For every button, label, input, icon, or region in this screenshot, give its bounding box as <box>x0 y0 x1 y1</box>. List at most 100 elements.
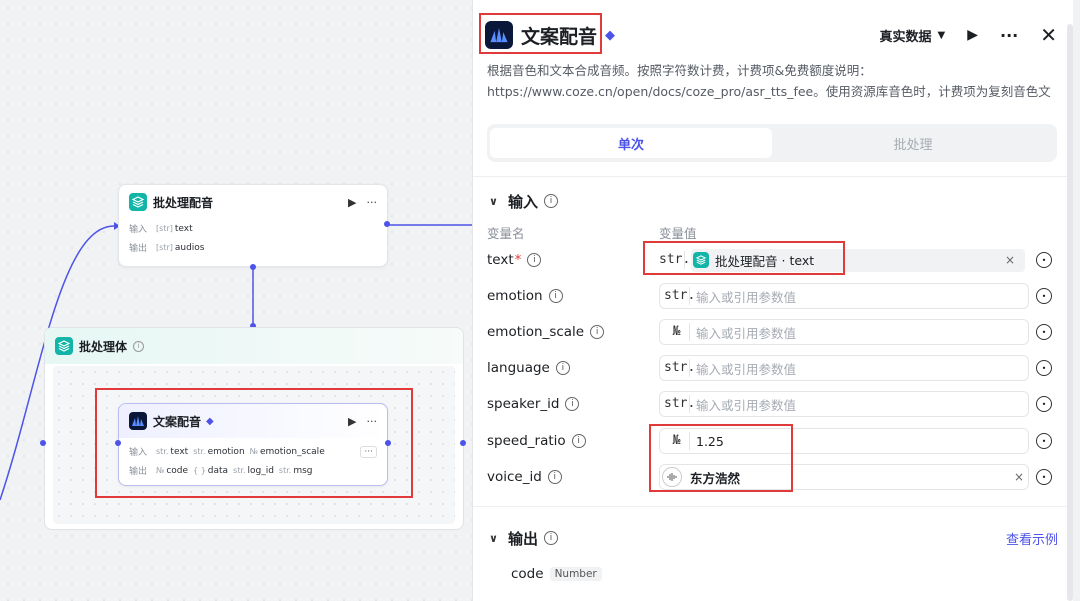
param-name: audios <box>174 242 205 253</box>
variable-ref-button[interactable]: • <box>1031 247 1057 273</box>
placeholder-text: 输入或引用参数值 <box>696 289 797 305</box>
type-label: str. <box>156 447 169 456</box>
input-port[interactable] <box>40 440 46 446</box>
emotion-scale-input[interactable]: № 输入或引用参数值 <box>659 319 1029 345</box>
info-icon[interactable]: i <box>527 253 542 267</box>
col-value-header: 变量值 <box>659 226 697 241</box>
output-tag: [str]audios <box>156 243 204 253</box>
batch-body-title: 批处理体 <box>79 339 128 354</box>
node-config-panel: 文案配音 ◆ 真实数据 ▼ ▶ ··· ✕ 根据音色和文本合成音频。按照字符数计… <box>472 0 1074 601</box>
param-name: code <box>166 465 189 476</box>
output-port[interactable] <box>385 440 391 446</box>
info-icon[interactable]: i <box>565 397 580 411</box>
type-label: [str] <box>156 224 173 233</box>
variable-ref-button[interactable]: • <box>1031 355 1057 381</box>
more-icon[interactable]: ··· <box>366 195 378 209</box>
variable-ref-button[interactable]: • <box>1031 319 1057 345</box>
more-icon[interactable]: ··· <box>1000 25 1019 45</box>
input-label: 输入 <box>129 448 148 458</box>
data-mode-dropdown[interactable]: 真实数据 ▼ <box>880 26 946 45</box>
clear-icon[interactable]: × <box>1004 253 1015 267</box>
param-label: emotion_scale i <box>487 324 659 340</box>
type-label: № <box>664 432 690 450</box>
placeholder-text: 输入或引用参数值 <box>696 397 797 413</box>
target-icon: • <box>1036 324 1052 340</box>
info-icon[interactable]: i <box>571 434 586 448</box>
info-icon[interactable]: i <box>543 194 558 208</box>
input-label: 输入 <box>129 225 148 235</box>
info-icon[interactable]: i <box>133 340 145 352</box>
tts-app-icon <box>485 21 513 49</box>
ref-field-name: text <box>789 252 815 268</box>
placeholder-text: 输入或引用参数值 <box>696 325 797 341</box>
voice-select[interactable]: 东方浩然 × <box>659 464 1029 490</box>
tab-batch[interactable]: 批处理 <box>893 137 933 153</box>
param-name: msg <box>293 465 313 476</box>
output-section-header[interactable]: ∨ 输出 i 查看示例 <box>473 518 1074 558</box>
input-tag: [str]text <box>156 224 193 234</box>
output-port[interactable] <box>250 264 256 270</box>
more-icon[interactable]: ··· <box>366 414 378 428</box>
batch-config-node[interactable]: 批处理配音 ▶ ··· 输入 [str]text 输出 [str]audios <box>118 184 388 267</box>
variable-ref-button[interactable]: • <box>1031 283 1057 309</box>
reference-chip[interactable]: 批处理配音 · text × <box>691 248 1025 272</box>
play-icon[interactable]: ▶ <box>348 414 357 428</box>
output-field-code: code Number <box>511 566 602 582</box>
tts-app-icon <box>129 412 147 430</box>
run-icon[interactable]: ▶ <box>967 27 978 43</box>
output-tag: { }data <box>193 466 228 476</box>
panel-scrollbar[interactable] <box>1067 24 1073 601</box>
node-outputs: 输出 [str]audios <box>119 238 387 257</box>
input-port[interactable] <box>115 440 121 446</box>
language-input[interactable]: str. 输入或引用参数值 <box>659 355 1029 381</box>
close-icon[interactable]: ✕ <box>1040 23 1057 47</box>
param-name: emotion_scale <box>487 324 585 340</box>
variable-ref-button[interactable]: • <box>1031 391 1057 417</box>
text-field[interactable]: str. 批处理配音 · text × <box>659 247 1029 273</box>
variable-ref-button[interactable]: • <box>1031 464 1057 490</box>
layers-icon <box>55 337 73 355</box>
chevron-down-icon: ∨ <box>489 194 498 208</box>
output-port[interactable] <box>460 440 466 446</box>
param-label: text*i <box>487 252 659 268</box>
more-inputs-button[interactable]: ··· <box>360 445 377 458</box>
tab-single[interactable]: 单次 <box>490 128 772 158</box>
info-icon[interactable]: i <box>548 289 563 303</box>
output-port[interactable] <box>384 221 390 227</box>
type-label: № <box>664 323 690 341</box>
type-label: { } <box>193 466 206 475</box>
param-name: data <box>207 465 229 476</box>
chevron-down-icon: ∨ <box>489 531 498 545</box>
info-icon[interactable]: i <box>590 325 605 339</box>
clear-icon[interactable]: × <box>1013 470 1024 484</box>
output-name: code <box>511 566 544 582</box>
info-icon[interactable]: i <box>547 470 562 484</box>
play-icon[interactable]: ▶ <box>348 195 357 209</box>
info-icon[interactable]: i <box>543 531 558 545</box>
param-row-text: text*i str. 批处理配音 · text × • <box>487 247 1057 273</box>
node-title: 文案配音 <box>153 414 202 429</box>
input-section-header[interactable]: ∨ 输入 i <box>473 181 1073 221</box>
variable-ref-button[interactable]: • <box>1031 428 1057 454</box>
emotion-input[interactable]: str. 输入或引用参数值 <box>659 283 1029 309</box>
param-name: speed_ratio <box>487 433 566 449</box>
type-label: [str] <box>156 243 173 252</box>
param-name: text <box>487 252 514 268</box>
type-label: str. <box>664 395 696 413</box>
input-port[interactable] <box>250 323 256 329</box>
info-icon[interactable]: i <box>555 361 570 375</box>
target-icon: • <box>1036 433 1052 449</box>
view-example-link[interactable]: 查看示例 <box>1005 532 1058 548</box>
speed-ratio-input[interactable]: № 1.25 <box>659 428 1029 454</box>
speaker-id-input[interactable]: str. 输入或引用参数值 <box>659 391 1029 417</box>
param-label: speed_ratio i <box>487 433 659 449</box>
target-icon: • <box>1036 360 1052 376</box>
param-name: text <box>174 223 193 234</box>
target-icon: • <box>1036 469 1052 485</box>
